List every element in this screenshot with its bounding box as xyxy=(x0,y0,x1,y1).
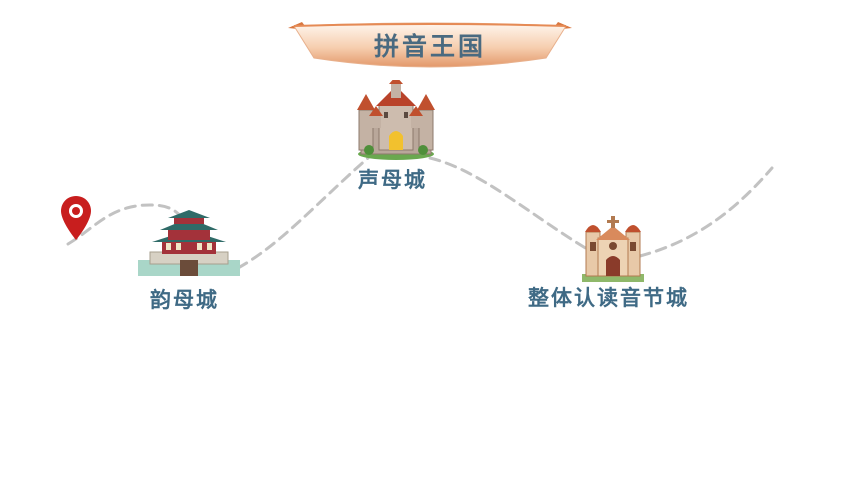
castle-icon xyxy=(357,80,435,160)
city-label-zhengti: 整体认读音节城 xyxy=(528,285,689,310)
title-banner xyxy=(288,22,572,68)
church-icon xyxy=(582,216,644,282)
bell-tower-icon xyxy=(138,210,240,276)
location-pin-icon xyxy=(61,196,91,240)
city-label-yunmu: 韵母城 xyxy=(150,287,219,312)
page-title: 拼音王国 xyxy=(373,32,486,61)
city-label-shengmu: 声母城 xyxy=(358,167,427,192)
